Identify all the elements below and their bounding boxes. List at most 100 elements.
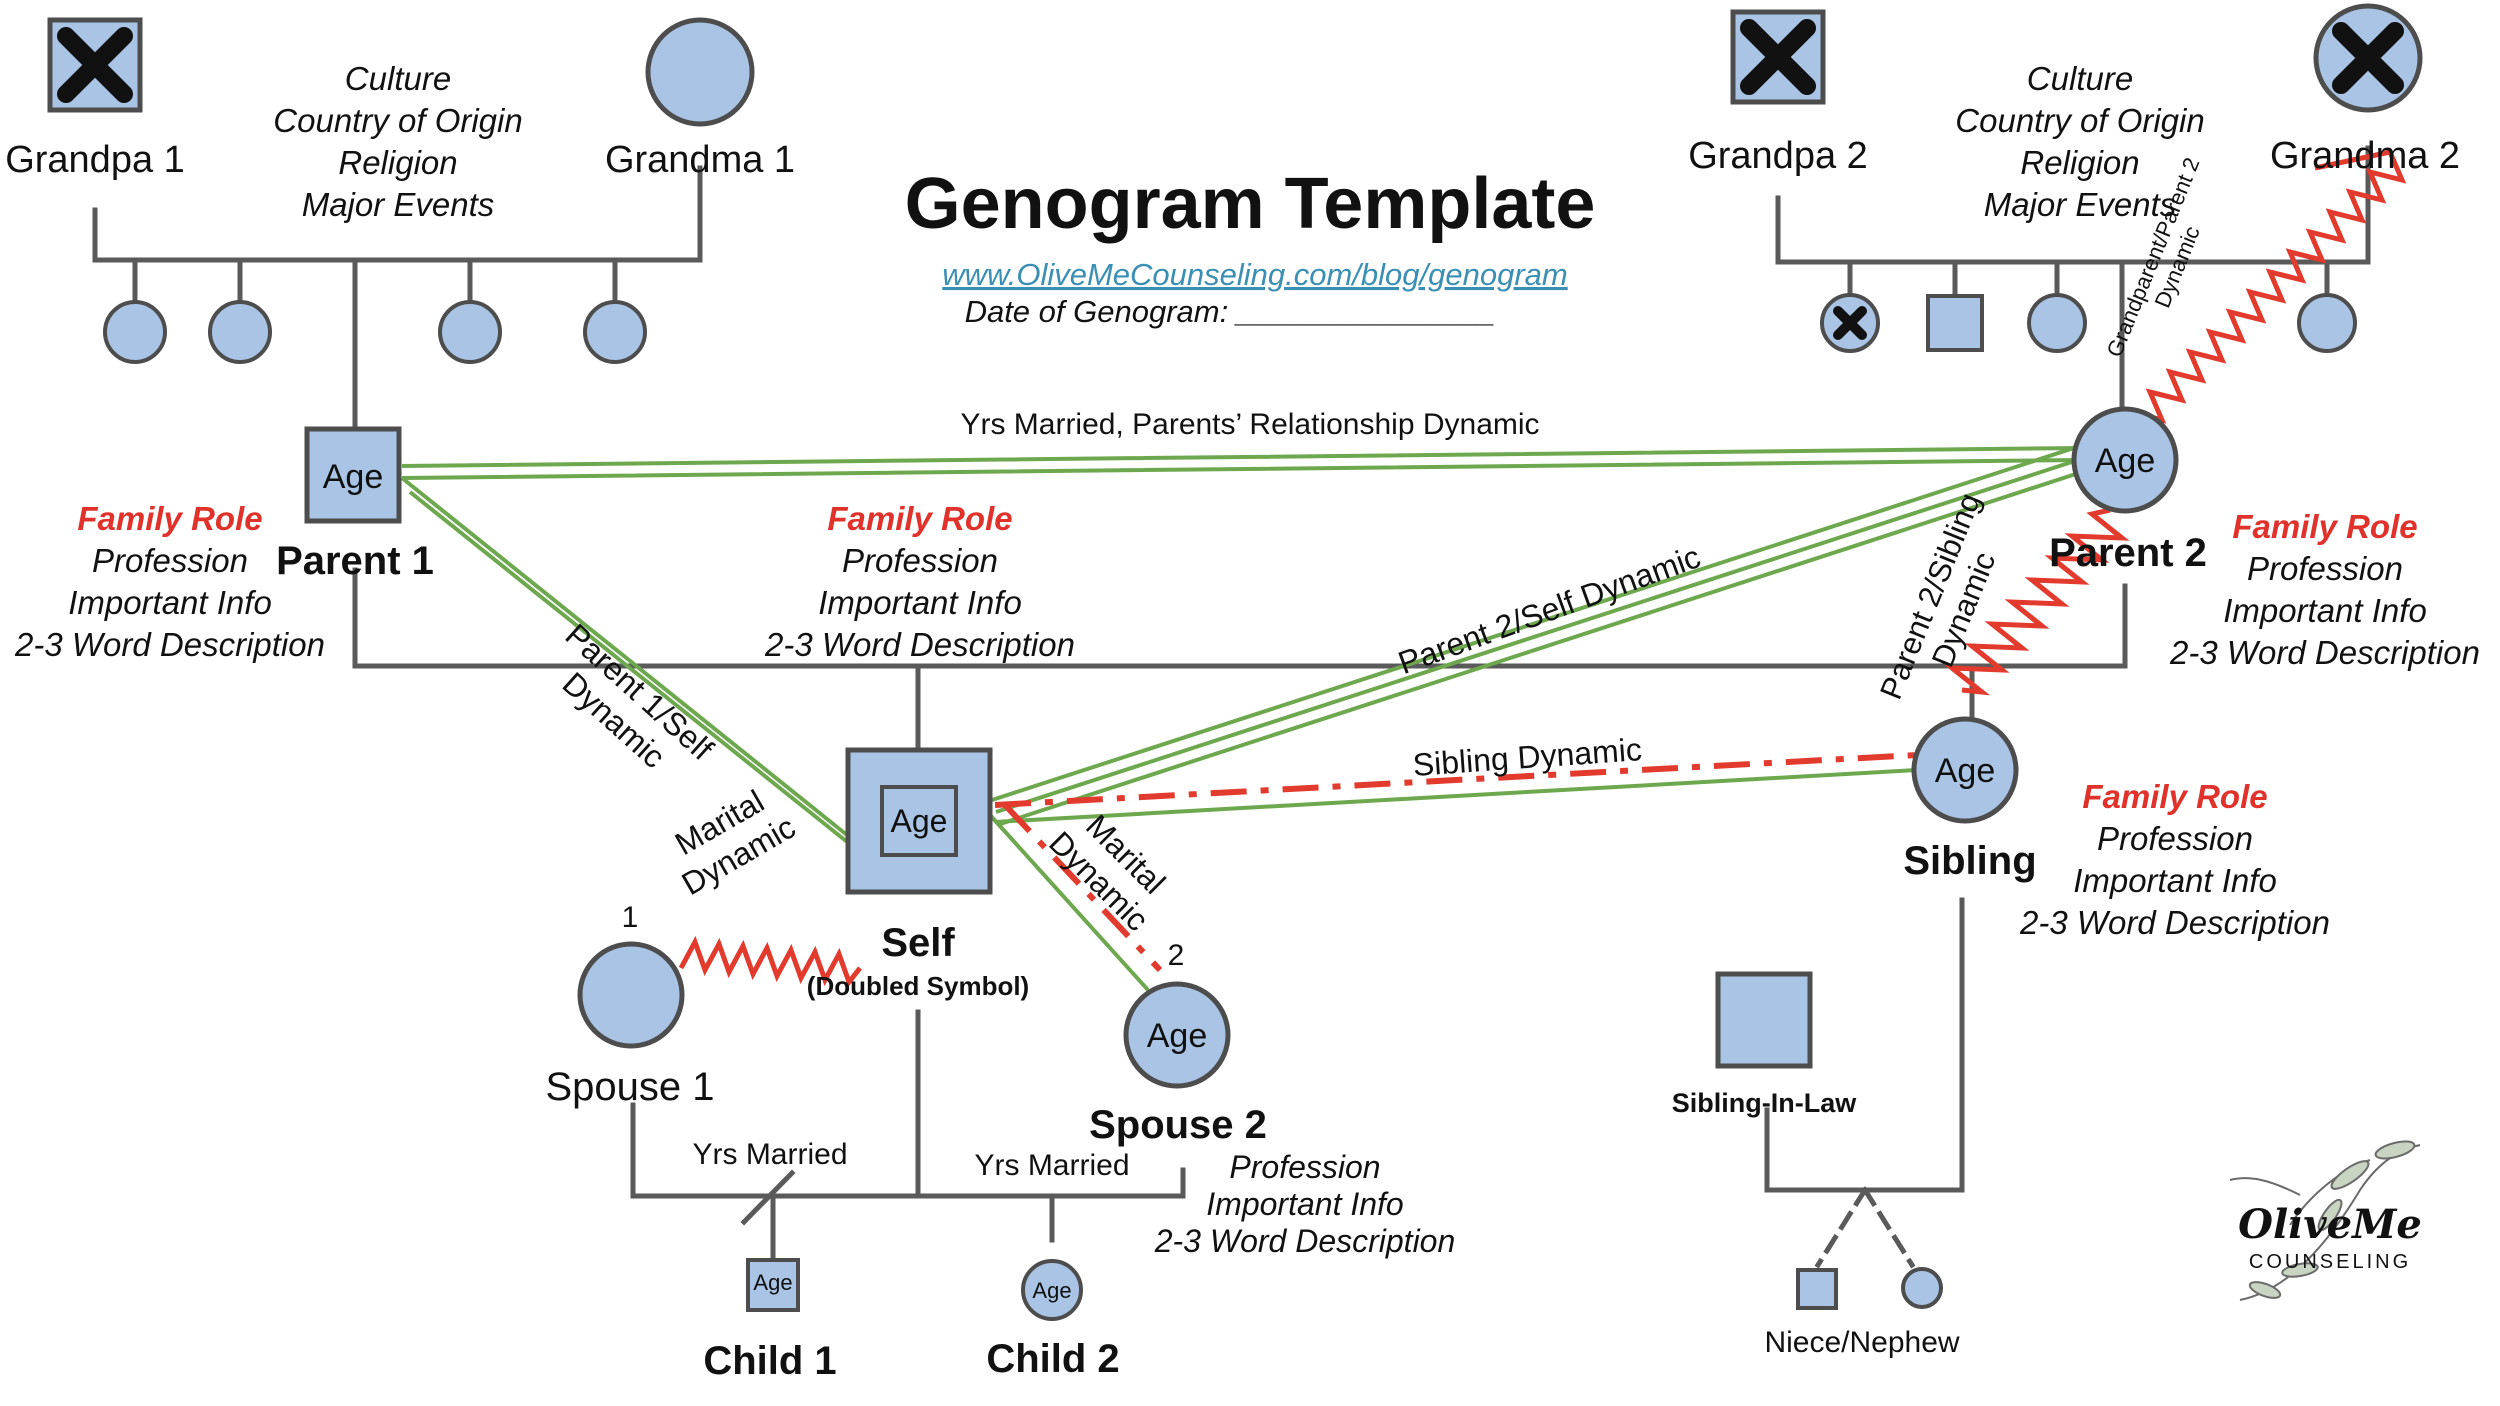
divorce-slash	[740, 1169, 796, 1226]
parent1-self-line	[400, 476, 853, 847]
marital2-line	[988, 813, 1150, 992]
grandma2-label: Grandma 2	[2270, 135, 2460, 177]
parent2-self-line	[991, 444, 2089, 826]
svg-text:Major Events: Major Events	[1984, 186, 2177, 223]
grandpa1-label: Grandpa 1	[5, 139, 185, 181]
self-label: Self	[881, 921, 955, 965]
parents-relationship-line	[401, 446, 2083, 480]
parent2-sibling-zigzag	[1944, 507, 2130, 696]
svg-text:Important Info: Important Info	[1206, 1186, 1403, 1222]
spouse2-label: Spouse 2	[1089, 1103, 1267, 1147]
parent2-label: Parent 2	[2049, 531, 2207, 575]
spouse2-symbol	[1123, 981, 1231, 1089]
spouse1-symbol	[577, 941, 685, 1049]
child2-label: Child 2	[986, 1337, 1119, 1381]
grandpa2-symbol	[1730, 9, 1826, 105]
family-role: Family Role	[827, 500, 1012, 537]
marriage-union-line	[630, 1102, 1186, 1199]
grandparent-parent2-zigzag	[2131, 149, 2407, 424]
grandparents2-union-line	[1775, 145, 2371, 265]
yrs-married-1-label: Yrs Married	[692, 1138, 847, 1171]
family-role: Family Role	[2232, 508, 2417, 545]
sibling-label: Sibling	[1903, 839, 2036, 883]
svg-text:2-3 Word Description: 2-3 Word Description	[1154, 1223, 1456, 1259]
svg-text:Culture: Culture	[2027, 60, 2133, 97]
child1-age: Age	[753, 1270, 792, 1295]
yrs-married-2-label: Yrs Married	[974, 1149, 1129, 1182]
child2-symbol	[1021, 1259, 1083, 1321]
self-symbol	[845, 747, 993, 895]
svg-text:2-3 Word Description: 2-3 Word Description	[2169, 634, 2480, 671]
svg-text:2-3 Word Description: 2-3 Word Description	[764, 626, 1075, 663]
parent2-symbol	[2071, 406, 2179, 514]
self-note: (Doubled Symbol)	[807, 971, 1029, 1001]
sibling-age: Age	[1935, 752, 1996, 790]
self-age: Age	[891, 803, 948, 839]
svg-text:2-3 Word Description: 2-3 Word Description	[14, 626, 325, 663]
parent2-info: Family Role Profession Important Info 2-…	[2169, 508, 2480, 671]
olive-branch-icon	[2229, 1140, 2421, 1301]
niece-nephew-symbol	[1796, 1268, 1838, 1310]
grandparents2-children-lines	[1847, 259, 2330, 295]
deceased-x-icon	[2332, 22, 2404, 94]
age-labels: Age Age Age Age Age Age Age	[323, 442, 2156, 1303]
date-label: Date of Genogram: _______________	[965, 294, 1496, 329]
child1-label: Child 1	[703, 1339, 836, 1383]
svg-text:Religion: Religion	[338, 144, 457, 181]
aunt-uncle-symbol	[208, 300, 272, 364]
self-info: Family Role Profession Important Info 2-…	[764, 500, 1075, 663]
family-role: Family Role	[2082, 778, 2267, 815]
symbols	[47, 3, 2423, 1321]
spouse2-number: 2	[1168, 939, 1185, 972]
sibling-info: Family Role Profession Important Info 2-…	[2019, 778, 2330, 941]
niece-descent-line	[1814, 1186, 1869, 1269]
parent2-age: Age	[2095, 442, 2156, 480]
grandparents1-union-line	[92, 165, 703, 263]
header: Genogram Template www.OliveMeCounseling.…	[905, 164, 1596, 329]
parent2-sibling-label: Parent 2/Sibling Dynamic	[1873, 488, 2002, 704]
aunt-uncle-symbol	[583, 300, 647, 364]
aunt-uncle-symbol	[438, 300, 502, 364]
grandpa1-symbol	[47, 17, 143, 113]
grandpa2-label: Grandpa 2	[1688, 135, 1868, 177]
deceased-x-icon	[1833, 306, 1867, 340]
svg-text:Culture: Culture	[345, 60, 451, 97]
family-lines	[92, 145, 2371, 1269]
grandma2-symbol	[2313, 3, 2423, 113]
family-role: Family Role	[77, 500, 262, 537]
svg-text:Important Info: Important Info	[2073, 862, 2277, 899]
spouse2-age: Age	[1147, 1017, 1208, 1055]
culture-block-1: Culture Country of Origin Religion Major…	[273, 60, 522, 223]
parent1-age: Age	[323, 458, 384, 496]
aunt-uncle-symbol	[1926, 294, 1984, 352]
svg-text:Important Info: Important Info	[2223, 592, 2427, 629]
genogram-link[interactable]: www.OliveMeCounseling.com/blog/genogram	[942, 257, 1567, 292]
logo: OliveMe COUNSELING	[2229, 1140, 2422, 1301]
grandma1-symbol	[645, 17, 755, 127]
parents-union-line	[352, 567, 2128, 669]
parent1-label: Parent 1	[276, 539, 434, 583]
svg-text:Country of Origin: Country of Origin	[1955, 102, 2204, 139]
svg-text:Profession: Profession	[842, 542, 998, 579]
sibling-symbol	[1911, 716, 2019, 824]
parent1-self-label: Parent 1/Self Dynamic	[556, 617, 721, 776]
parent1-info: Family Role Profession Important Info 2-…	[14, 500, 325, 663]
aunt-uncle-symbol	[2297, 293, 2357, 353]
logo-wordmark: OliveMe	[2238, 1201, 2422, 1248]
deceased-x-icon	[1740, 19, 1816, 95]
spouse1-label: Spouse 1	[545, 1065, 714, 1109]
niece-nephew-symbol	[1901, 1267, 1943, 1309]
culture-block-2: Culture Country of Origin Religion Major…	[1955, 60, 2204, 223]
svg-text:Important Info: Important Info	[68, 584, 272, 621]
sibling-in-law-symbol	[1715, 971, 1813, 1069]
svg-text:Country of Origin: Country of Origin	[273, 102, 522, 139]
aunt-uncle-deceased-symbol	[1820, 293, 1880, 353]
svg-text:Religion: Religion	[2020, 144, 2139, 181]
page-title: Genogram Template	[905, 164, 1596, 244]
svg-text:2-3 Word Description: 2-3 Word Description	[2019, 904, 2330, 941]
svg-text:Major Events: Major Events	[302, 186, 495, 223]
svg-text:Profession: Profession	[1229, 1149, 1380, 1185]
svg-text:Profession: Profession	[92, 542, 248, 579]
